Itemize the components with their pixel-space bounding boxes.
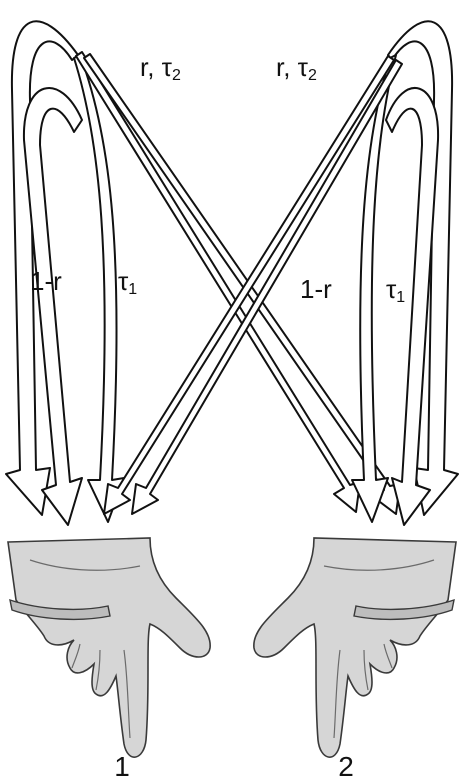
- arrow-cross-right-to-left: [104, 56, 394, 514]
- hand-label-1: 1: [114, 751, 130, 781]
- arrow-left-tau1: [74, 55, 124, 522]
- label-right-inner-r: 1-r: [300, 274, 332, 304]
- hand-label-2: 2: [338, 751, 354, 781]
- label-left-inner-tau: τ1: [118, 266, 137, 298]
- pointing-hand-icon: [254, 538, 456, 757]
- label-left-inner-r: 1-r: [30, 266, 62, 296]
- label-right-inner-tau: τ1: [386, 274, 405, 306]
- pointing-hand-icon: [8, 538, 210, 757]
- label-right-outer: r, τ2: [276, 52, 317, 84]
- label-left-outer: r, τ2: [140, 52, 181, 84]
